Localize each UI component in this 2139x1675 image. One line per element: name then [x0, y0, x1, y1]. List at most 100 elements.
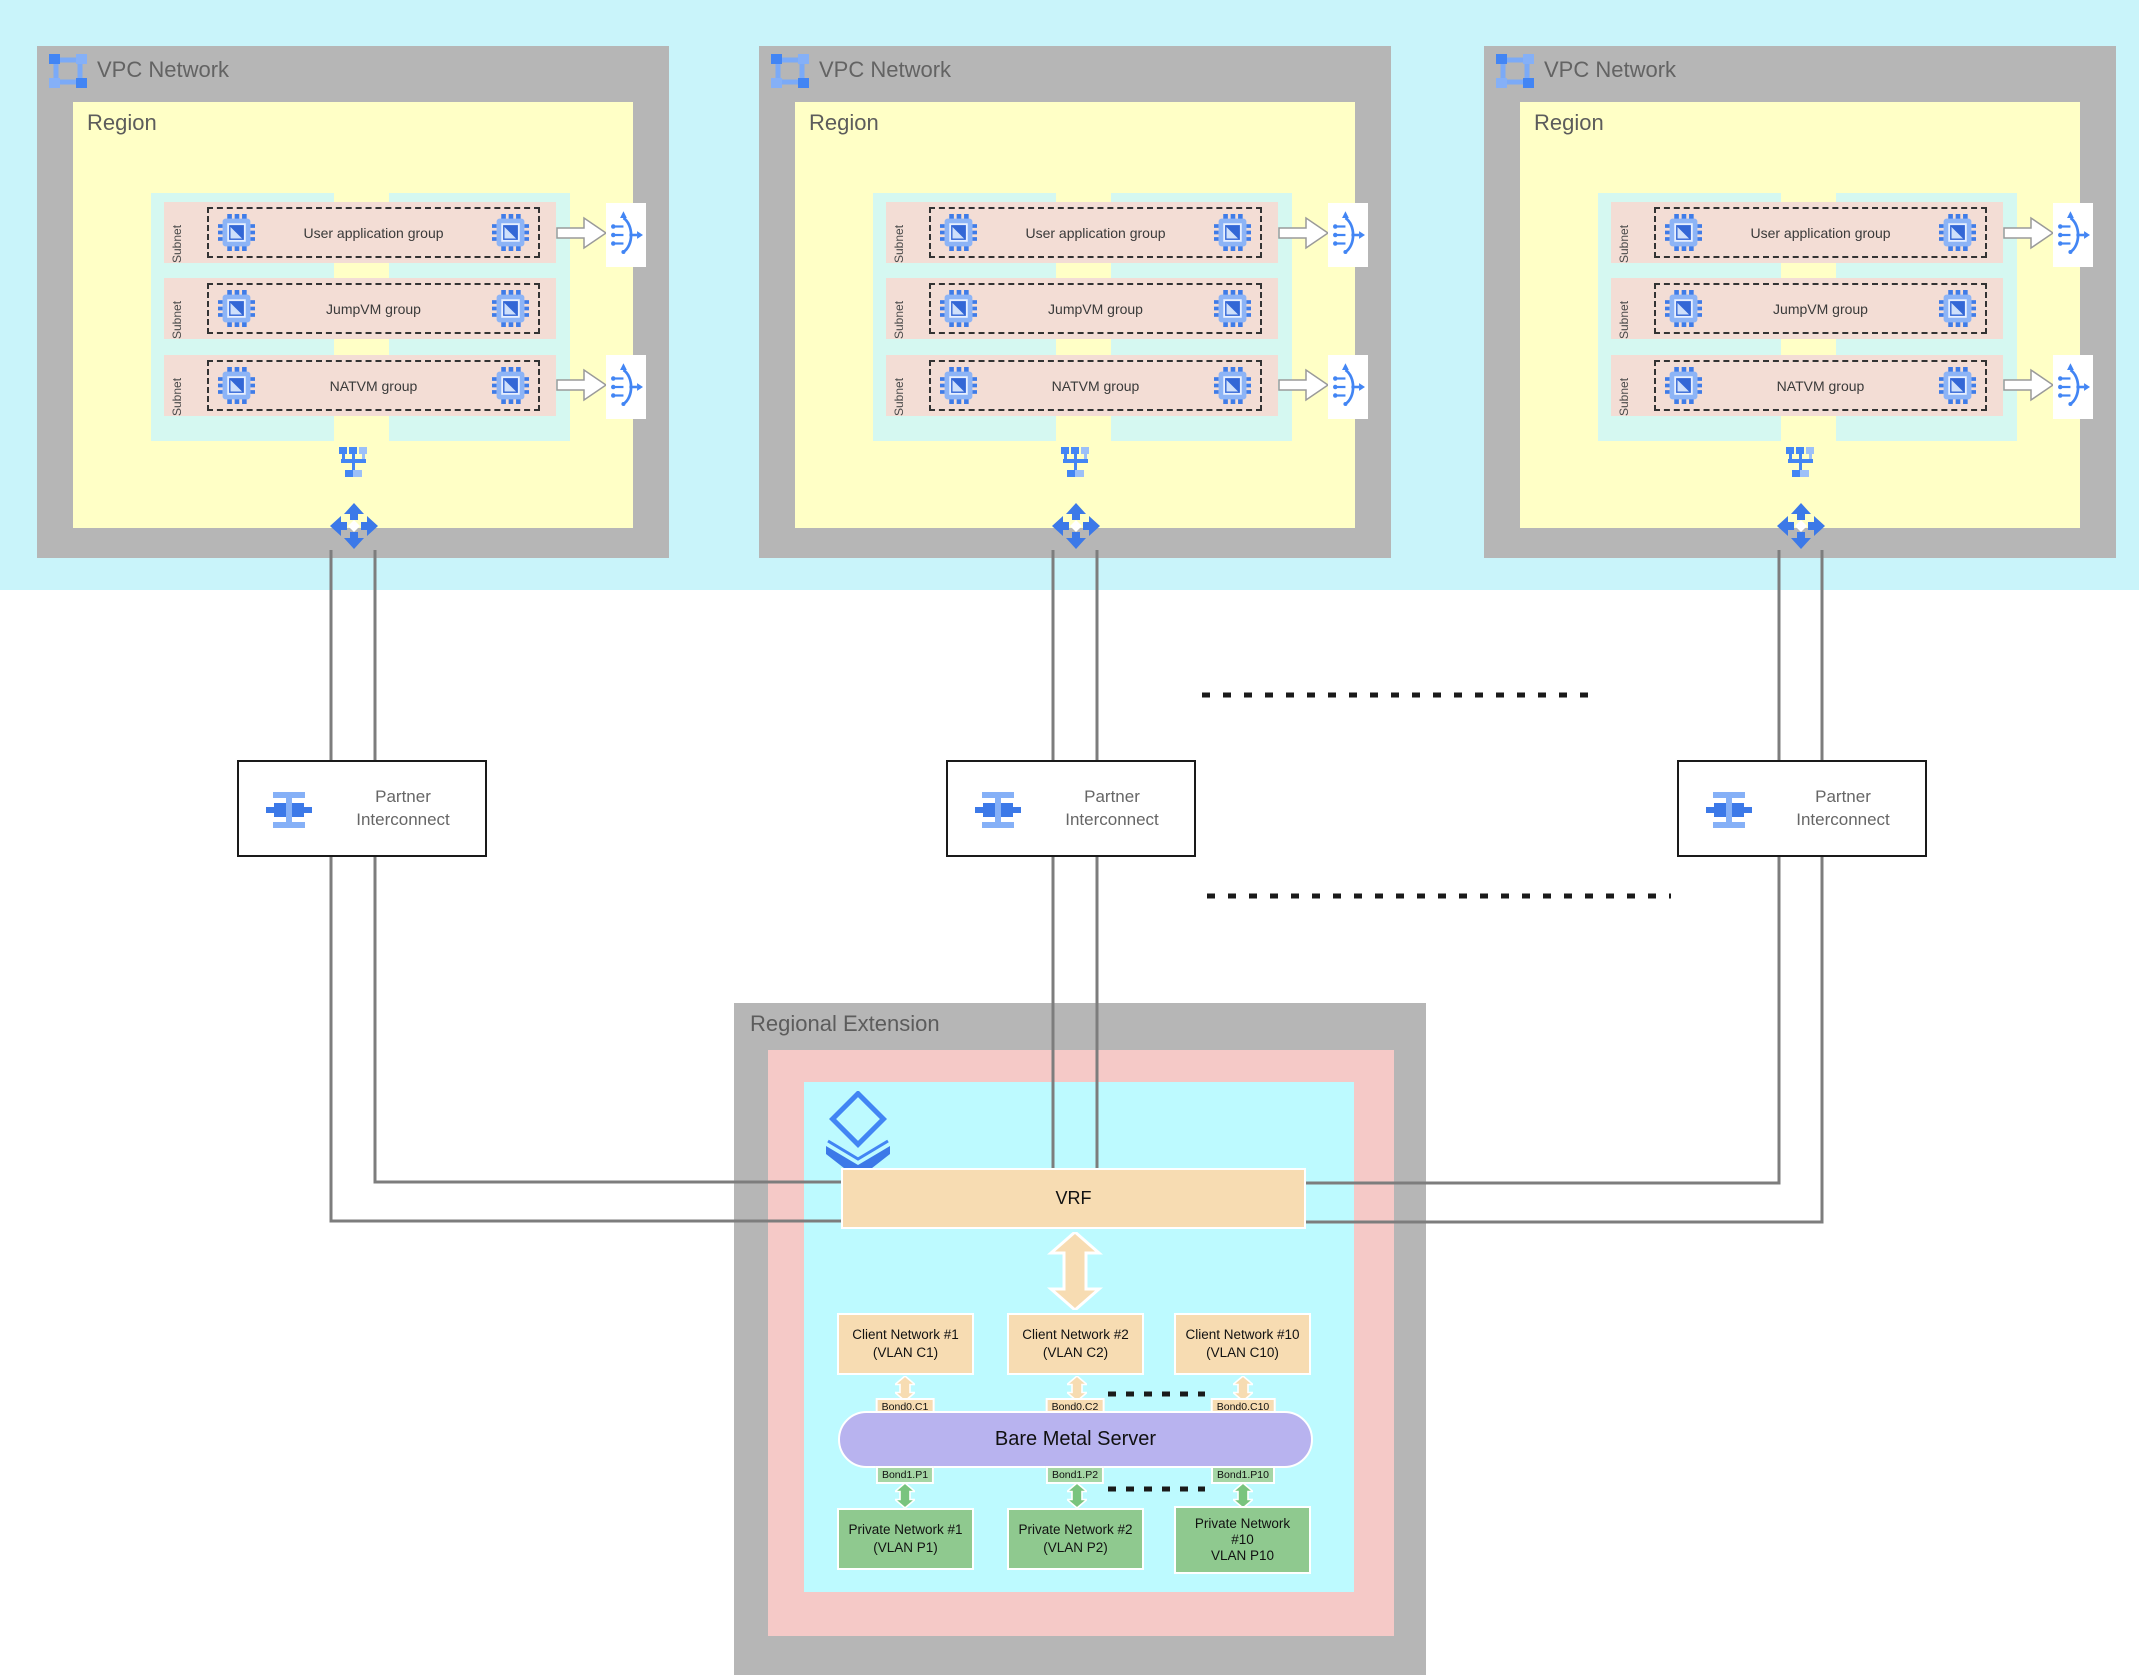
private-network-10-line3: VLAN P10	[1210, 1548, 1275, 1564]
compute-vm-icon	[218, 214, 255, 251]
partner-interconnect-label: Partner Interconnect	[1036, 762, 1188, 855]
vpc-network-icon	[771, 54, 809, 88]
vpc-network-icon	[1496, 54, 1534, 88]
compute-vm-icon	[218, 290, 255, 327]
traffic-arrow	[2003, 369, 2054, 401]
vpc-network-title: VPC Network	[97, 57, 230, 82]
private-network-10-line1: Private Network	[1194, 1515, 1291, 1531]
subnet-label: Subnet	[892, 224, 906, 263]
vm-group-box: JumpVM group	[207, 283, 540, 334]
vm-group-label: JumpVM group	[326, 300, 421, 317]
private-network-2-line1: Private Network #2	[1018, 1522, 1133, 1538]
pi-label-line1: Partner	[1815, 786, 1871, 806]
traffic-arrow	[2003, 217, 2054, 249]
private-network-1-box: Private Network #1 (VLAN P1)	[837, 1508, 974, 1570]
subnet-row-user-application: Subnet User application group	[1611, 202, 2003, 263]
subnet-row-natvm: Subnet NATVM group	[164, 355, 556, 416]
region-box: Region Zone Zone Subnet User application…	[73, 102, 633, 549]
pi-label-line1: Partner	[375, 786, 431, 806]
vm-group-box: NATVM group	[929, 360, 1262, 411]
vpc-network-title: VPC Network	[1544, 57, 1677, 82]
partner-interconnect-label: Partner Interconnect	[327, 762, 479, 855]
cloud-router-icon	[1777, 503, 1825, 549]
subnet-row-jumpvm: Subnet JumpVM group	[164, 278, 556, 339]
vpc-network-title: VPC Network	[819, 57, 952, 82]
subnet-label: Subnet	[1617, 377, 1631, 416]
private-network-2-box: Private Network #2 (VLAN P2)	[1007, 1508, 1144, 1570]
pi-label-line2: Interconnect	[1796, 809, 1890, 829]
region-box: Region Zone Zone Subnet User application…	[795, 102, 1355, 549]
load-balancer-box	[606, 203, 646, 267]
partner-interconnect-icon	[1706, 792, 1752, 828]
compute-vm-icon	[940, 290, 977, 327]
subnet-row-natvm: Subnet NATVM group	[1611, 355, 2003, 416]
compute-vm-icon	[940, 367, 977, 404]
subnet-label: Subnet	[170, 300, 184, 339]
subnet-label: Subnet	[170, 224, 184, 263]
compute-vm-icon	[1214, 214, 1251, 251]
subnet-label: Subnet	[892, 377, 906, 416]
vm-group-label: JumpVM group	[1773, 300, 1868, 317]
subnet-row-jumpvm: Subnet JumpVM group	[886, 278, 1278, 339]
bond1-p10-label: Bond1.P10	[1211, 1466, 1275, 1484]
partner-interconnect-box: Partner Interconnect	[946, 760, 1196, 857]
partner-interconnect-icon	[975, 792, 1021, 828]
load-balancer-icon	[2056, 361, 2090, 408]
pi-label-line1: Partner	[1084, 786, 1140, 806]
vm-group-box: JumpVM group	[929, 283, 1262, 334]
compute-vm-icon	[218, 367, 255, 404]
subnet-label: Subnet	[1617, 224, 1631, 263]
pi-label-line2: Interconnect	[1065, 809, 1159, 829]
subnet-row-user-application: Subnet User application group	[886, 202, 1278, 263]
vm-group-box: User application group	[207, 207, 540, 258]
region-label: Region	[809, 110, 879, 135]
client-network-2-line2: (VLAN C2)	[1042, 1345, 1109, 1360]
traffic-arrow	[1278, 217, 1329, 249]
subnet-label: Subnet	[170, 377, 184, 416]
client-network-2-box: Client Network #2 (VLAN C2)	[1007, 1313, 1144, 1375]
network-icon	[1786, 447, 1814, 477]
network-icon	[1061, 447, 1089, 477]
vpc-network-block: VPC Network Region Zone Zone Subnet User…	[759, 46, 1391, 558]
network-icon	[339, 447, 367, 477]
vm-group-label: NATVM group	[1776, 377, 1865, 394]
load-balancer-icon	[2056, 209, 2090, 256]
vm-group-box: NATVM group	[1654, 360, 1987, 411]
client-network-10-line1: Client Network #10	[1185, 1327, 1300, 1343]
load-balancer-icon	[609, 361, 643, 408]
vm-group-box: NATVM group	[207, 360, 540, 411]
compute-vm-icon	[1939, 367, 1976, 404]
load-balancer-box	[1328, 203, 1368, 267]
client-network-10-line2: (VLAN C10)	[1206, 1345, 1279, 1360]
client-network-1-line2: (VLAN C1)	[872, 1345, 939, 1360]
load-balancer-icon	[1331, 361, 1365, 408]
load-balancer-box	[2053, 203, 2093, 267]
region-box: Region Zone Zone Subnet User application…	[1520, 102, 2080, 549]
compute-vm-icon	[492, 290, 529, 327]
load-balancer-icon	[1331, 209, 1365, 256]
bond1-arrow	[895, 1483, 915, 1508]
bond1-arrow	[1067, 1483, 1087, 1508]
vm-group-box: User application group	[1654, 207, 1987, 258]
bond1-p2-label: Bond1.P2	[1045, 1466, 1105, 1484]
client-network-10-box: Client Network #10 (VLAN C10)	[1174, 1313, 1311, 1375]
compute-vm-icon	[1665, 367, 1702, 404]
vm-group-label: User application group	[303, 224, 444, 241]
vpc-network-block: VPC Network Region Zone Zone Subnet User…	[1484, 46, 2116, 558]
vm-group-label: User application group	[1025, 224, 1166, 241]
region-label: Region	[1534, 110, 1604, 135]
cloud-router-icon	[1052, 503, 1100, 549]
traffic-arrow	[1278, 369, 1329, 401]
traffic-arrow	[556, 217, 607, 249]
vm-group-label: NATVM group	[329, 377, 418, 394]
vm-group-label: User application group	[1750, 224, 1891, 241]
subnet-row-natvm: Subnet NATVM group	[886, 355, 1278, 416]
partner-interconnect-box: Partner Interconnect	[1677, 760, 1927, 857]
regional-extension-title: Regional Extension	[750, 1011, 940, 1036]
compute-vm-icon	[940, 214, 977, 251]
cloud-router-icon	[330, 503, 378, 549]
compute-vm-icon	[492, 367, 529, 404]
compute-vm-icon	[1214, 290, 1251, 327]
traffic-arrow	[556, 369, 607, 401]
